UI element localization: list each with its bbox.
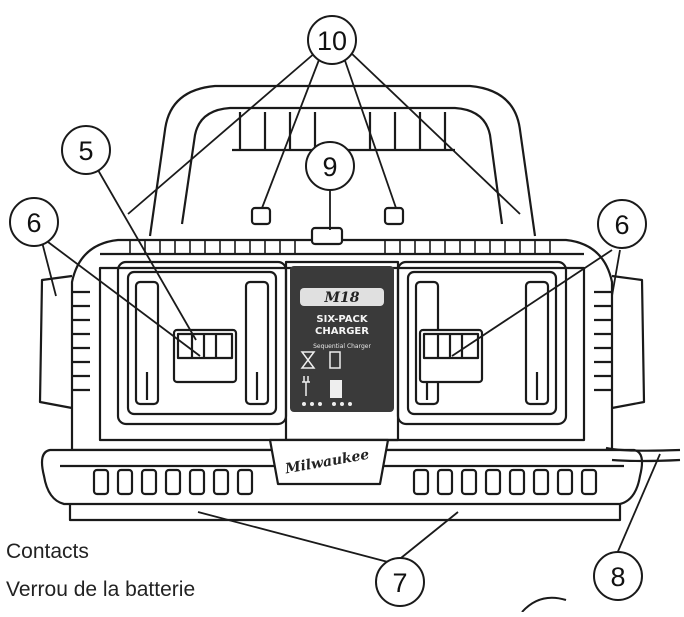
callout-9-circle <box>305 141 355 191</box>
power-cord-lower <box>611 458 681 463</box>
callout-6-left-number: 6 <box>26 208 41 238</box>
top-ridge-fins <box>129 240 551 254</box>
indicator-dots <box>302 402 352 406</box>
panel-model: M18 <box>324 290 360 306</box>
callout-7-number: 7 <box>392 568 407 598</box>
brand-plate <box>268 438 390 486</box>
plug-icon <box>302 376 310 396</box>
callout-6-right-number: 6 <box>614 210 629 240</box>
callout-10-number: 10 <box>317 26 347 56</box>
leader-lines <box>41 51 661 563</box>
hang-slot-right <box>383 206 405 226</box>
control-panel: M18 SIX-PACK CHARGER Sequential Charger <box>290 266 394 412</box>
hang-slot-left <box>250 206 272 226</box>
side-grip-left <box>38 274 90 410</box>
callout-6-right-circle <box>597 199 647 249</box>
front-inset <box>98 266 586 442</box>
callout-7-circle <box>375 557 425 607</box>
callout-8-number: 8 <box>610 562 625 592</box>
legend-contacts: Contacts <box>6 540 89 563</box>
base-vents-left <box>92 468 254 496</box>
top-notch <box>310 226 344 246</box>
hourglass-icon <box>300 351 316 369</box>
legend-battery-latch: Verrou de la batterie <box>6 578 196 601</box>
base-feet <box>68 504 622 522</box>
callout-partial-circle <box>521 596 567 613</box>
callout-5-circle <box>61 125 111 175</box>
battery-full-icon <box>330 380 342 398</box>
side-grip-right <box>594 274 646 410</box>
callout-8-circle <box>593 551 643 601</box>
callout-9-number: 9 <box>322 152 337 182</box>
power-cord <box>605 446 681 452</box>
base-vents-right <box>412 468 598 496</box>
panel-fine-print: Sequential Charger <box>313 343 371 350</box>
callout-10-circle <box>307 15 357 65</box>
callout-5-number: 5 <box>78 136 93 166</box>
panel-line2: CHARGER <box>315 326 369 337</box>
panel-line1: SIX-PACK <box>316 314 368 325</box>
battery-bay-left <box>116 260 288 426</box>
battery-charging-icon <box>329 351 341 369</box>
callout-6-left-circle <box>9 197 59 247</box>
rear-housing-inner <box>180 106 504 225</box>
